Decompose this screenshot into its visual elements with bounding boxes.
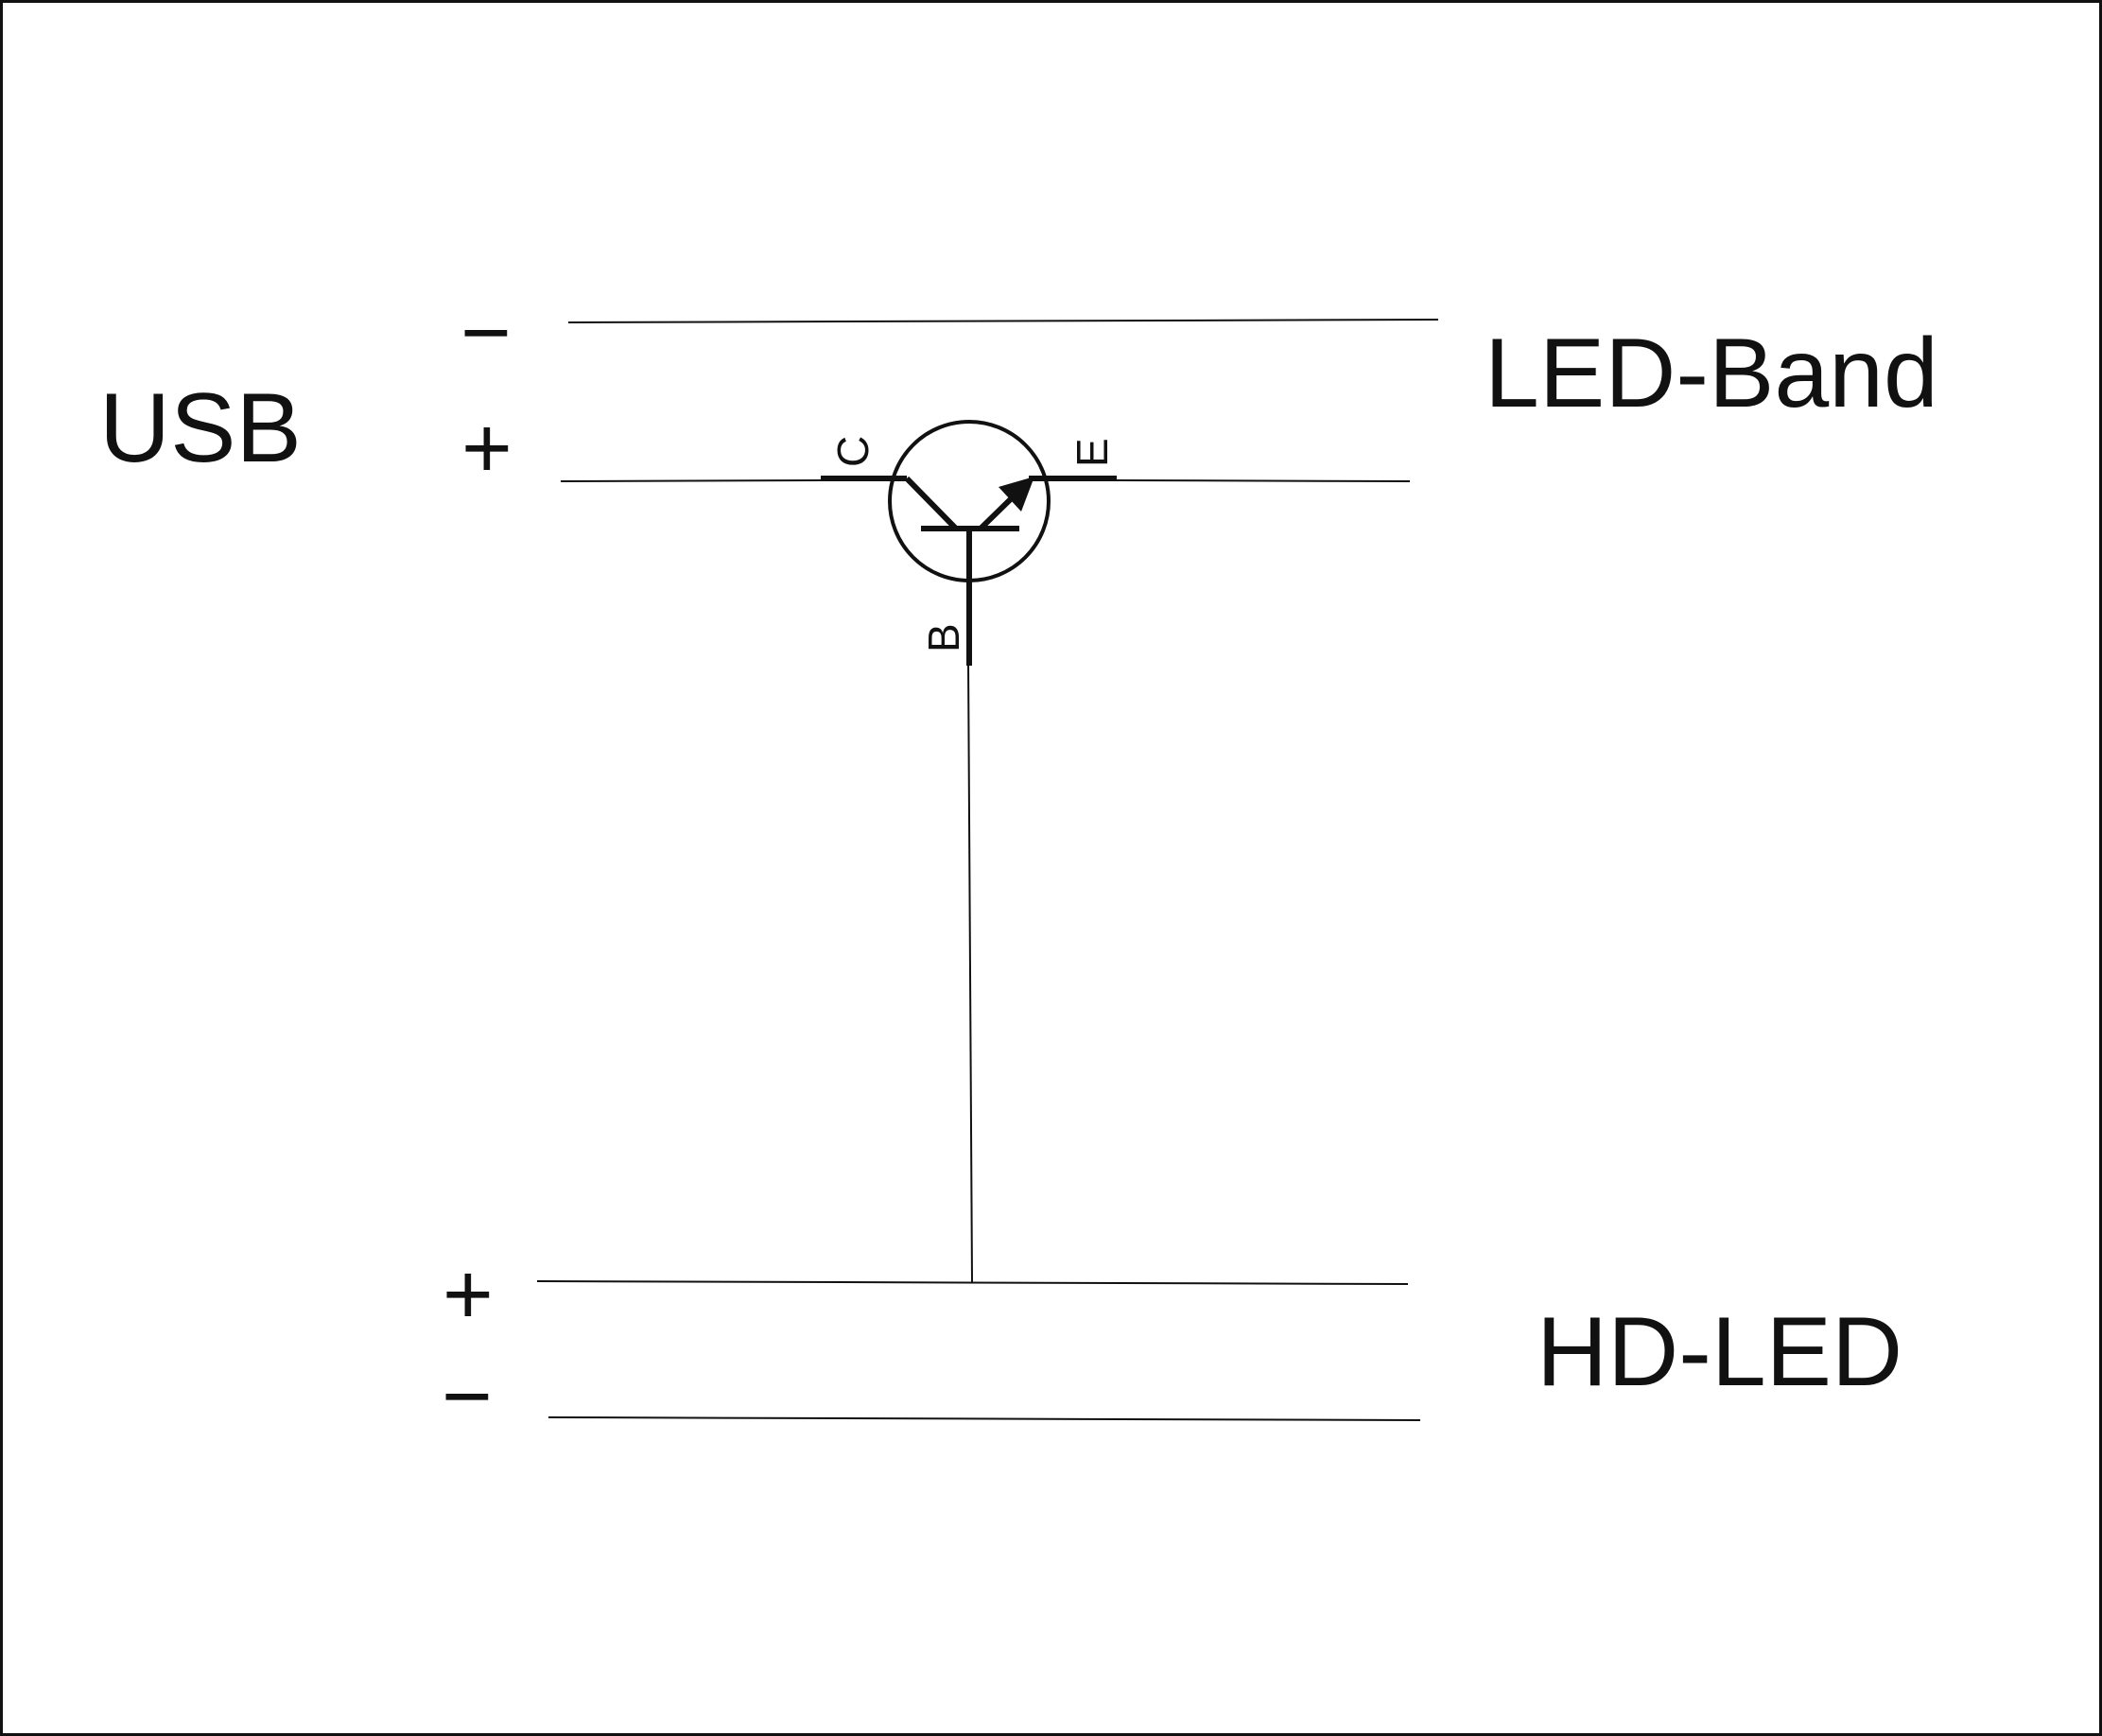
hd-plus-sign: + (443, 1246, 494, 1343)
pin-b-label: B (919, 623, 968, 652)
hd-led-plus-wire (536, 1280, 1409, 1285)
hd-minus-sign: − (442, 1348, 493, 1445)
hd-led-label: HD-LED (1537, 1297, 1902, 1407)
led-band-label: LED-Band (1485, 319, 1938, 428)
usb-minus-wire (567, 319, 1439, 323)
base-wire (967, 661, 973, 1283)
pin-c-label: C (828, 436, 877, 467)
led-band-wire-right (1115, 479, 1411, 482)
usb-label: USB (99, 373, 302, 483)
hd-led-minus-wire (547, 1416, 1421, 1421)
pin-e-label: E (1068, 438, 1117, 467)
usb-minus-sign: − (460, 285, 512, 381)
usb-plus-sign: + (461, 400, 512, 496)
npn-transistor-symbol: C E B (821, 420, 1117, 666)
emitter-arrow-icon (999, 477, 1034, 512)
usb-plus-wire-left (560, 479, 822, 482)
collector-diagonal (904, 476, 958, 530)
